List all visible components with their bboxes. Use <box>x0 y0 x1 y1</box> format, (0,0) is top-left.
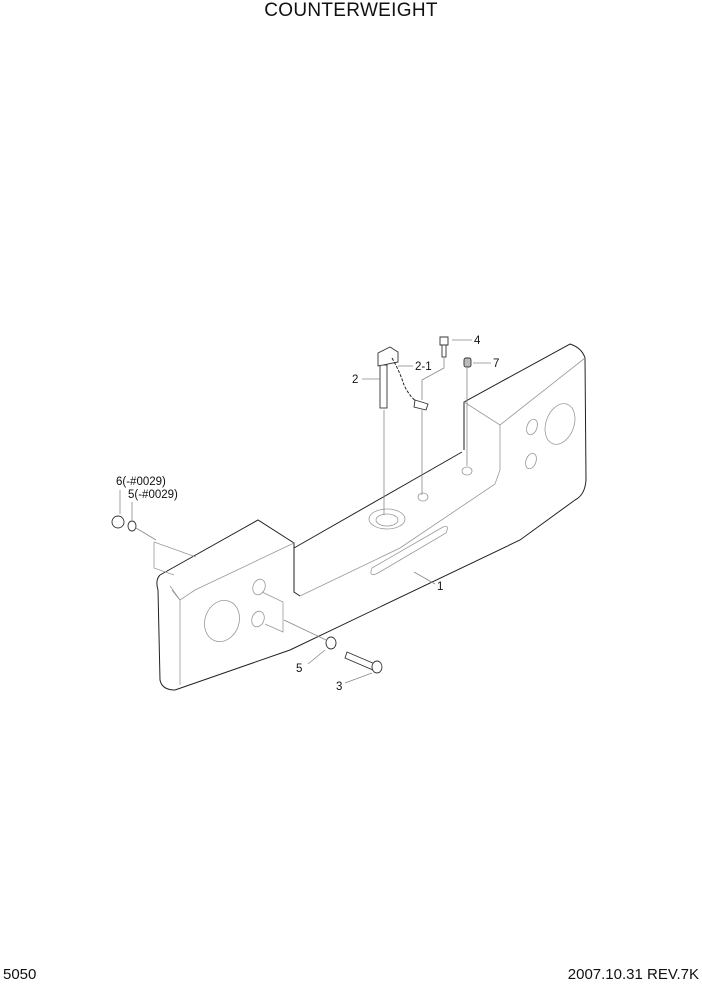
counterweight-body <box>153 343 587 691</box>
callout-2-1: 2-1 <box>415 361 432 373</box>
callout-3: 3 <box>336 681 342 693</box>
callout-7: 7 <box>493 358 499 370</box>
top-bolt-part <box>421 336 449 400</box>
callout-4: 4 <box>474 335 481 347</box>
page-title: COUNTERWEIGHT <box>264 0 438 21</box>
callout-2: 2 <box>352 374 358 386</box>
date-revision: 2007.10.31 REV.7K <box>567 966 699 983</box>
callout-1: 1 <box>437 581 443 593</box>
pin-chain-part <box>391 357 429 495</box>
callout-5: 5 <box>296 663 302 675</box>
page-number: 5050 <box>3 966 37 983</box>
bottom-washer-bolt <box>283 619 383 684</box>
plug-part <box>463 357 472 466</box>
left-nut-washer <box>111 490 157 541</box>
callout-5-serial: 5(-#0029) <box>128 489 178 501</box>
callout-6-serial: 6(-#0029) <box>116 476 166 488</box>
